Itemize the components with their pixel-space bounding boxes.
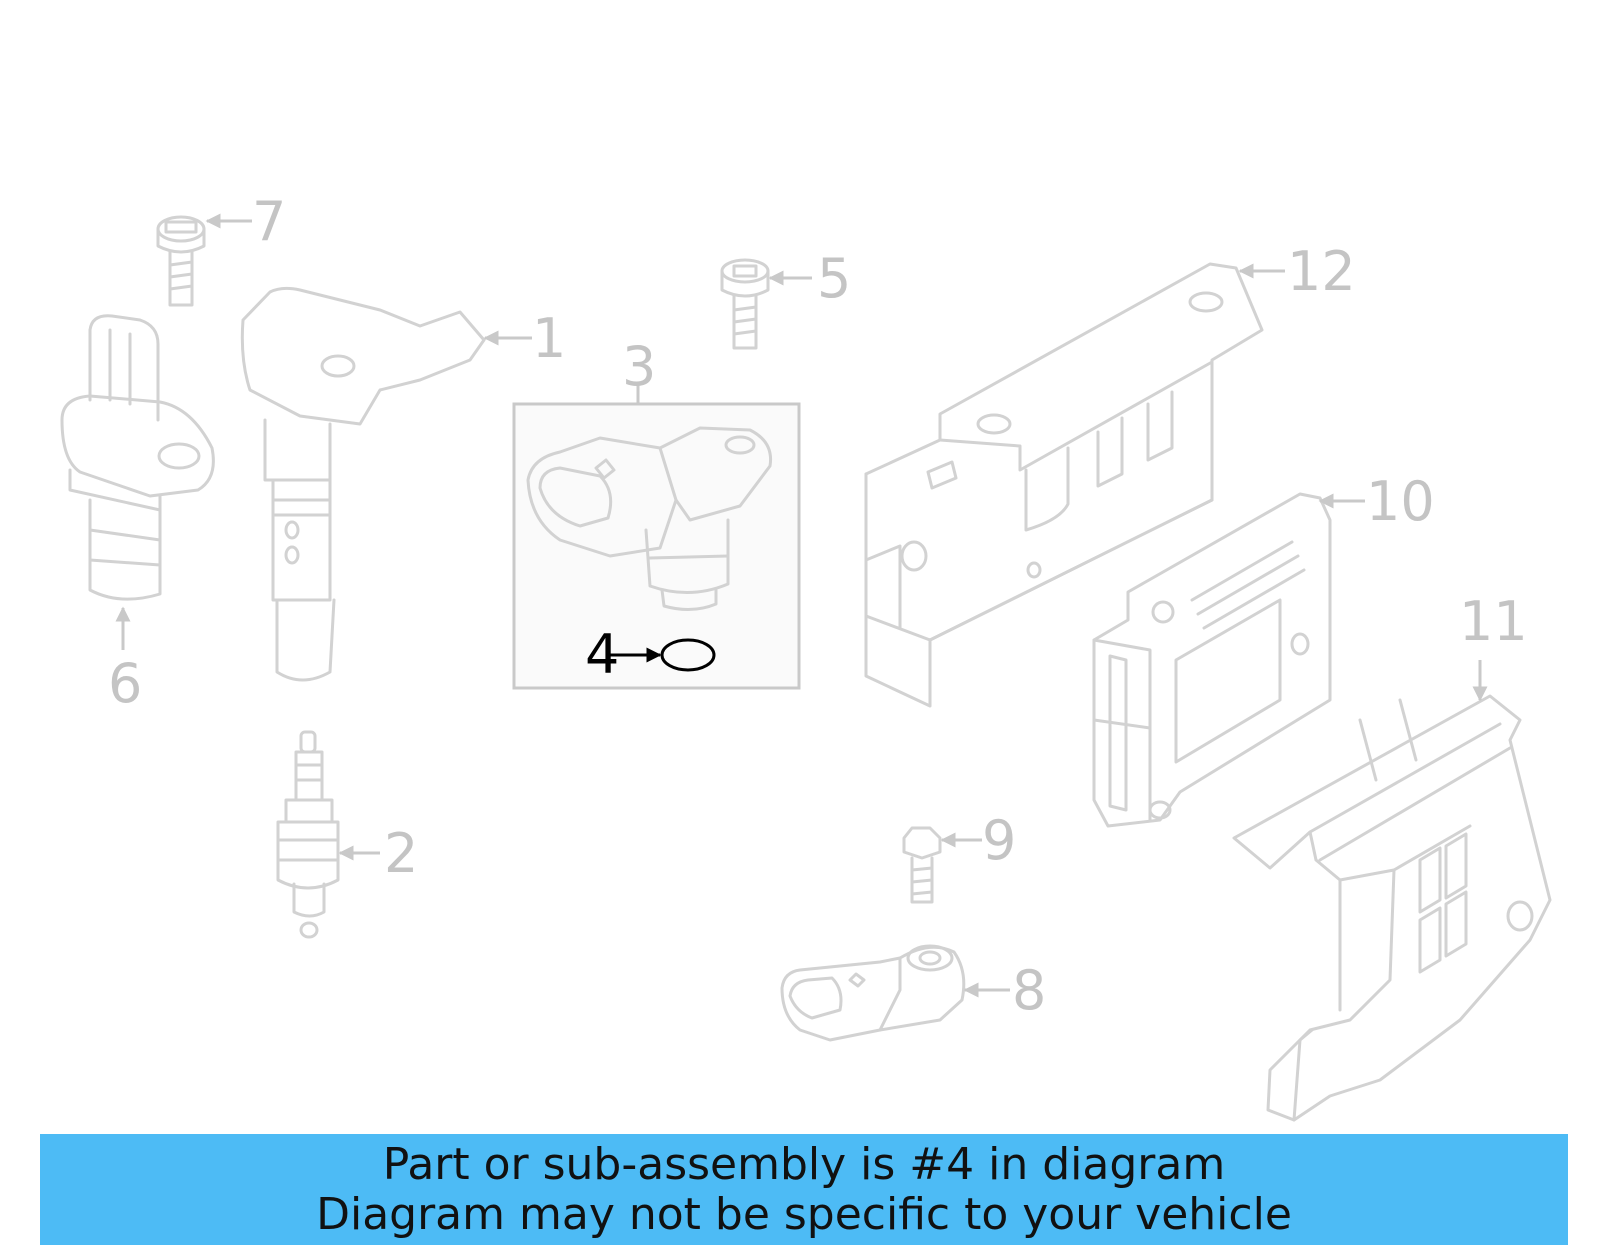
callout-10: 10 [1318,470,1435,533]
ecu-10 [1092,492,1332,828]
bracket-12 [864,262,1264,708]
info-banner: Part or sub-assembly is #4 in diagram Di… [40,1134,1568,1245]
callout-label-8: 8 [1012,959,1046,1022]
ignition-coil-1 [240,286,486,682]
knock-sensor-8 [780,944,966,1042]
callout-label-12: 12 [1287,240,1356,303]
callout-label-9: 9 [982,809,1016,872]
callout-label-5: 5 [817,247,851,310]
callout-1: 1 [483,307,566,370]
hex-bolt-9 [902,826,942,904]
callout-11: 11 [1459,590,1528,702]
mounting-bracket-11 [1232,694,1552,1122]
callout-9: 9 [940,809,1016,872]
callout-label-4: 4 [585,623,619,686]
sensor-assembly-3: 3 [512,335,801,690]
callout-6: 6 [108,606,142,715]
callout-12: 12 [1238,240,1356,303]
callout-label-1: 1 [532,307,566,370]
callout-label-2: 2 [384,822,418,885]
banner-line-disclaimer: Diagram may not be specific to your vehi… [316,1189,1292,1240]
bolt-7 [156,215,206,307]
camshaft-sensor-6 [60,314,215,601]
callout-label-7: 7 [252,190,286,253]
callout-2: 2 [338,822,418,885]
bolt-5 [720,258,770,350]
o-ring-4: 4 [585,623,716,686]
callout-8: 8 [963,959,1046,1022]
callout-5: 5 [768,247,851,310]
spark-plug-2 [276,730,340,939]
callout-label-3: 3 [622,335,656,398]
banner-line-part: Part or sub-assembly is #4 in diagram [382,1139,1226,1190]
callout-7: 7 [205,190,286,253]
callout-label-11: 11 [1459,590,1528,653]
callout-label-6: 6 [108,652,142,715]
callout-label-10: 10 [1366,470,1435,533]
